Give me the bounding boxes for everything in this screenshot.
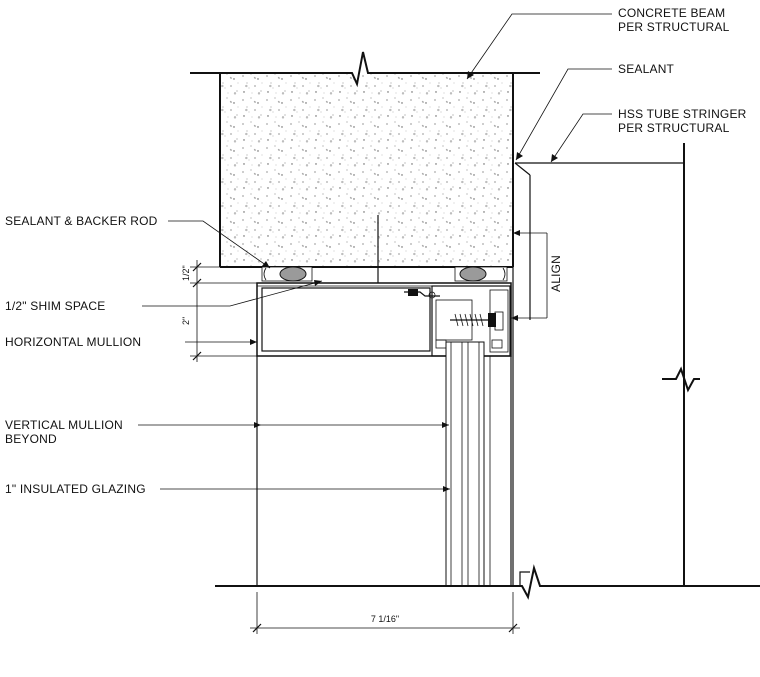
label-hss-line1: HSS TUBE STRINGER <box>618 107 747 121</box>
screw-icon <box>450 313 496 327</box>
callout-vertical-mullion: VERTICAL MULLION BEYOND <box>5 418 449 446</box>
insulated-glazing <box>445 341 485 587</box>
label-insulated-glazing: 1" INSULATED GLAZING <box>5 482 146 496</box>
concrete-beam <box>190 51 540 289</box>
callout-hss-stringer: HSS TUBE STRINGER PER STRUCTURAL <box>550 107 747 163</box>
dim-two-inch: 2" <box>181 317 191 325</box>
label-concrete-beam-line2: PER STRUCTURAL <box>618 20 730 34</box>
sealant-joints <box>261 266 508 282</box>
hss-tube-stringer <box>514 143 700 586</box>
align-dimension: ALIGN <box>511 230 563 321</box>
callout-insulated-glazing: 1" INSULATED GLAZING <box>5 482 450 496</box>
callout-horizontal-mullion: HORIZONTAL MULLION <box>5 335 257 349</box>
label-sealant: SEALANT <box>618 62 675 76</box>
callout-shim-space: 1/2" SHIM SPACE <box>5 280 323 313</box>
label-concrete-beam-line1: CONCRETE BEAM <box>618 6 725 20</box>
callout-concrete-beam: CONCRETE BEAM PER STRUCTURAL <box>466 6 730 80</box>
callout-sealant-backer-rod: SEALANT & BACKER ROD <box>5 214 271 269</box>
label-hss-line2: PER STRUCTURAL <box>618 121 730 135</box>
label-vertical-mullion-line2: BEYOND <box>5 432 57 446</box>
callout-sealant: SEALANT <box>515 62 675 161</box>
floor-slab-line <box>215 267 760 600</box>
label-shim-space: 1/2" SHIM SPACE <box>5 299 105 313</box>
label-vertical-mullion-line1: VERTICAL MULLION <box>5 418 123 432</box>
align-label: ALIGN <box>549 255 563 292</box>
dim-overall-width: 7 1/16" <box>371 614 399 624</box>
width-dimension: 7 1/16" <box>250 592 520 634</box>
label-sealant-backer-rod: SEALANT & BACKER ROD <box>5 214 158 228</box>
vertical-dimensions: 1/2" 2" <box>181 260 262 362</box>
dim-half-inch: 1/2" <box>181 265 191 281</box>
label-horizontal-mullion: HORIZONTAL MULLION <box>5 335 141 349</box>
